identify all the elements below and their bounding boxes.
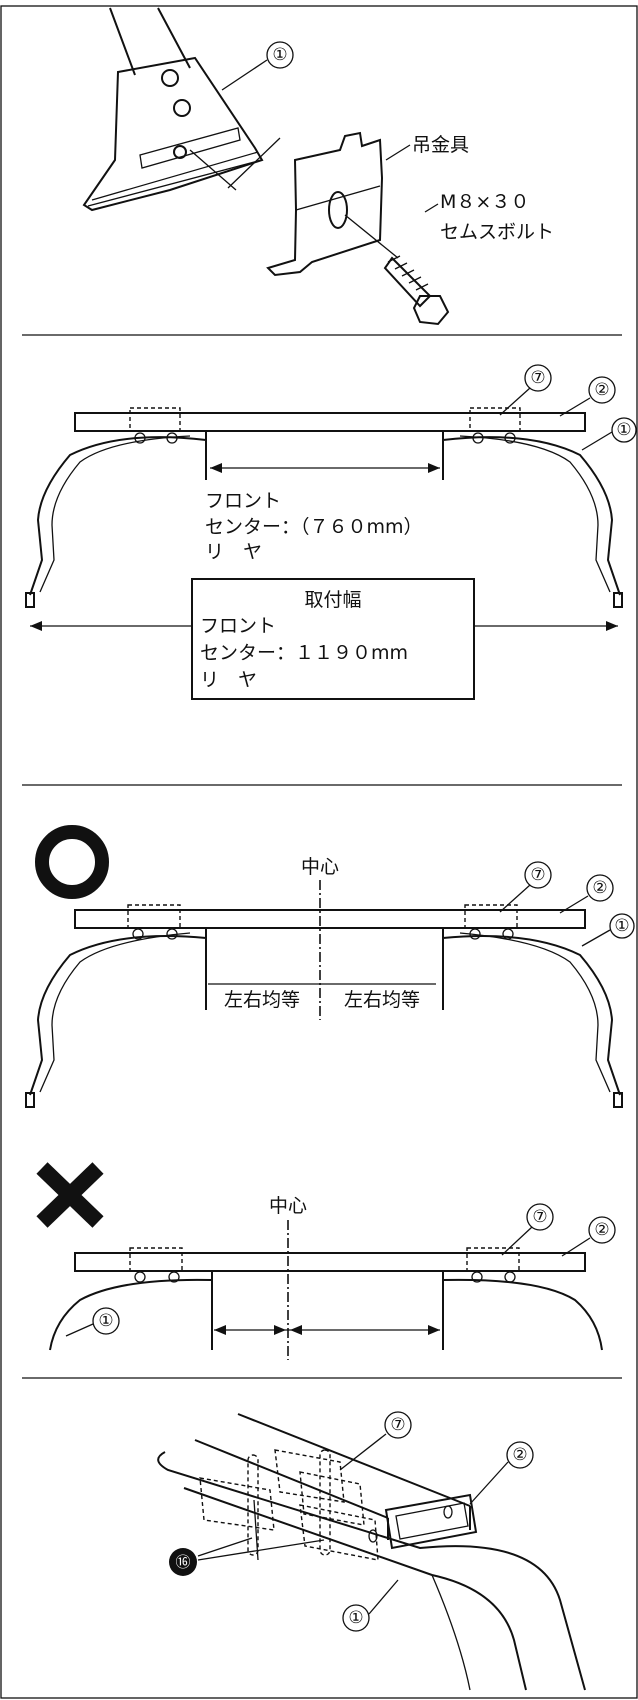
- box-front: フロント: [200, 615, 276, 637]
- callout-circle: [524, 364, 552, 392]
- equal-right: 左右均等: [344, 989, 420, 1011]
- frame-right-inner: [459, 932, 611, 1093]
- panel-correct-centering: 中心 左右均等 左右均等 ⑦ ② ①: [25, 825, 635, 1108]
- panel-mounting-width: フロント センター：（７６０mm） リ ヤ 取付幅 フロント センター：１１９０…: [25, 364, 637, 700]
- callout-leader: [499, 387, 531, 416]
- bolt-head: [161, 69, 179, 87]
- rail-end: [384, 1493, 478, 1550]
- hanger-bracket: [266, 131, 384, 277]
- hanger-leader: [385, 144, 411, 161]
- frame-bracket: [82, 56, 264, 212]
- bracket-rib: [139, 127, 241, 169]
- bolt-label-size: M８×３０: [440, 191, 529, 213]
- hanger-label: 吊金具: [412, 134, 469, 156]
- frame-left: [49, 1271, 213, 1351]
- callout-7: ⑦: [390, 1415, 405, 1435]
- panel-clamp-detail: ⑦ ② ⑯ ①: [157, 1411, 586, 1691]
- callout-7: ⑦: [530, 865, 545, 885]
- center-label: 中心: [301, 856, 339, 878]
- bolt-head-hex: [412, 295, 450, 326]
- bolt-shank: [383, 256, 432, 308]
- bolt-hole: [173, 145, 187, 159]
- callout-leader: [559, 397, 591, 417]
- callout-leader: [581, 431, 613, 451]
- callout-circle: [266, 41, 294, 69]
- callout-circle-filled: [169, 1548, 197, 1576]
- foot-right: [613, 592, 623, 608]
- callout-7: ⑦: [532, 1207, 547, 1227]
- frame-left-inner: [39, 435, 191, 593]
- callout-1: ①: [272, 45, 287, 65]
- box-rear: リ ヤ: [200, 669, 257, 691]
- frame-left-outer: [29, 431, 207, 596]
- width-box: [191, 578, 475, 700]
- center-label: 中心: [269, 1195, 307, 1217]
- hanger-fold: [295, 185, 381, 211]
- inner-center: センター：（７６０mm）: [205, 516, 423, 538]
- frame-right-inner: [459, 435, 611, 593]
- top-plate: [74, 1252, 586, 1272]
- foot-left: [25, 592, 35, 608]
- clamp-plate: [199, 1477, 275, 1531]
- panel-hanger-bracket: ① 吊金具 M８×３０ セムスボルト: [82, 7, 554, 326]
- frame-right: [442, 1271, 603, 1351]
- callout-leader: [221, 59, 268, 91]
- u-bolt: [247, 1454, 259, 1556]
- page-frame: [0, 5, 638, 1699]
- callout-circle: [588, 376, 616, 404]
- clamp-right: [464, 904, 518, 929]
- top-plate: [74, 412, 586, 432]
- bolt-thread: [387, 255, 429, 291]
- panel-incorrect-centering: 中心 ⑦ ② ①: [36, 1162, 616, 1360]
- frame-right-outer: [442, 431, 621, 596]
- frame-tube: [109, 7, 191, 76]
- clamp-right: [469, 407, 521, 432]
- rail-end-inner: [395, 1502, 469, 1540]
- rail-bar: [194, 1413, 471, 1540]
- callout-2: ②: [512, 1445, 527, 1465]
- frame-tube: [157, 1451, 586, 1691]
- callout-7: ⑦: [530, 368, 545, 388]
- callout-1: ①: [616, 420, 631, 440]
- bolt-leader: [344, 214, 399, 259]
- clamp-left: [129, 407, 181, 432]
- inner-rear: リ ヤ: [205, 541, 262, 563]
- callout-2: ②: [592, 878, 607, 898]
- equal-left: 左右均等: [224, 989, 300, 1011]
- bolt-label-name: セムスボルト: [440, 221, 554, 243]
- callout-1: ①: [348, 1608, 363, 1628]
- circle-mark-icon: [35, 825, 109, 899]
- callout-16: ⑯: [175, 1553, 190, 1571]
- hanger-slot: [328, 191, 348, 229]
- cross-mark-icon: [36, 1162, 104, 1228]
- frame-tube-lower: [183, 1487, 527, 1691]
- inner-front: フロント: [205, 490, 281, 512]
- callout-2: ②: [594, 1220, 609, 1240]
- callout-1: ①: [614, 916, 629, 936]
- callout-2: ②: [594, 380, 609, 400]
- frame-left-outer: [29, 928, 207, 1096]
- callout-circle: [611, 417, 637, 443]
- top-plate: [74, 909, 586, 929]
- clamp-left: [127, 904, 181, 929]
- callout-1: ①: [98, 1311, 113, 1331]
- box-title: 取付幅: [304, 589, 361, 611]
- leader-bracket: [189, 137, 281, 191]
- bolt-head: [173, 99, 191, 117]
- frame-right-outer: [442, 928, 621, 1096]
- bracket-edge: [87, 151, 263, 207]
- bolt-label-leader: [424, 203, 439, 213]
- frame-left-inner: [39, 932, 191, 1093]
- box-center: センター：１１９０mm: [200, 642, 408, 664]
